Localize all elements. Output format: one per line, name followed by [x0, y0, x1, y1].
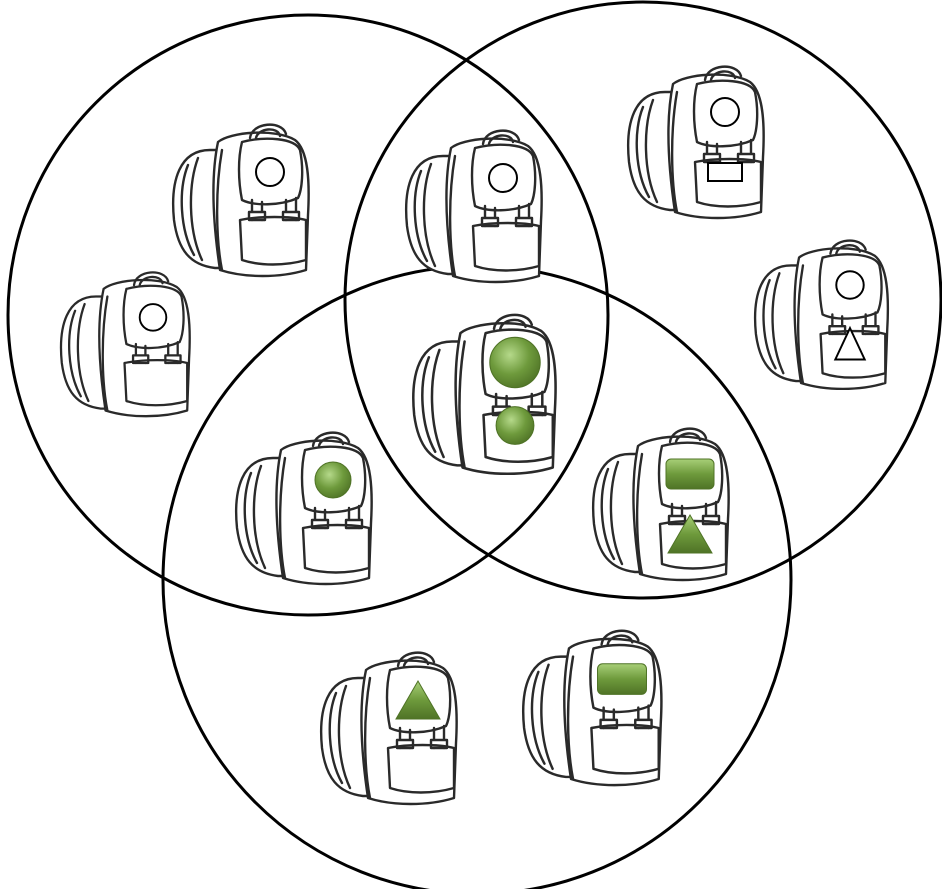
backpack-left-top — [173, 125, 309, 276]
green-rectangle-icon — [666, 459, 714, 489]
backpack-left-bottom-overlap — [236, 433, 372, 584]
backpack-center-all — [413, 315, 555, 474]
backpack-bottom-left — [321, 653, 457, 804]
outline-circle-icon — [489, 164, 517, 192]
green-rectangle-icon — [598, 664, 647, 695]
green-circle-icon — [490, 337, 540, 387]
outline-circle-icon — [256, 158, 284, 186]
backpack-right-side — [755, 241, 888, 389]
backpack-left-side — [61, 272, 190, 416]
outline-circle-icon — [711, 98, 739, 126]
backpack-right-top — [628, 67, 764, 218]
backpack-right-bottom-overlap — [593, 429, 729, 580]
green-circle-icon — [315, 462, 351, 498]
outline-circle-icon — [836, 271, 863, 298]
green-circle-icon — [496, 407, 534, 445]
outline-rectangle-icon — [708, 163, 742, 181]
outline-circle-icon — [140, 304, 167, 331]
backpack-left-right-overlap — [406, 131, 542, 282]
backpack-bottom-right — [523, 631, 661, 785]
